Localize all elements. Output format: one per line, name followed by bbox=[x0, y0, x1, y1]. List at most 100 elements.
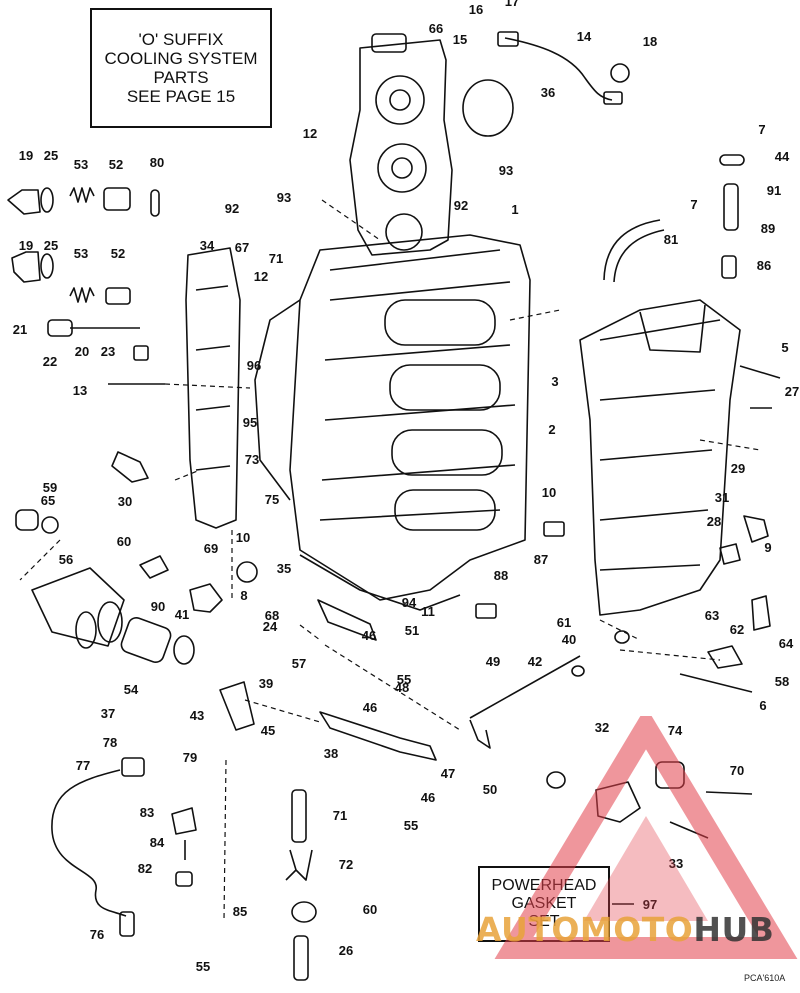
starter-solenoid-56 bbox=[31, 567, 125, 647]
bracket-62 bbox=[751, 595, 771, 631]
gasket-25b bbox=[40, 253, 54, 279]
callout-24: 24 bbox=[263, 619, 278, 634]
lever-45 bbox=[219, 681, 255, 731]
callout-34: 34 bbox=[200, 238, 215, 253]
callout-42: 42 bbox=[528, 654, 542, 669]
callout-40: 40 bbox=[562, 632, 576, 647]
bolt-33 bbox=[669, 821, 709, 839]
callout-53: 53 bbox=[74, 246, 88, 261]
callout-36: 36 bbox=[541, 85, 555, 100]
callout-72: 72 bbox=[339, 857, 353, 872]
sensor-28 bbox=[719, 543, 741, 565]
gasket-25a bbox=[40, 187, 54, 213]
cooling-system-note-box: 'O' SUFFIX COOLING SYSTEM PARTS SEE PAGE… bbox=[90, 8, 272, 128]
harness-76 bbox=[51, 769, 127, 917]
cover-port-2 bbox=[377, 143, 427, 193]
sensor-wire bbox=[504, 37, 613, 101]
callout-75: 75 bbox=[265, 492, 279, 507]
link-38 bbox=[319, 711, 437, 761]
callout-91: 91 bbox=[767, 183, 781, 198]
link-51 bbox=[317, 599, 377, 641]
callout-68: 68 bbox=[265, 608, 279, 623]
callout-7: 7 bbox=[690, 197, 697, 212]
callout-3: 3 bbox=[551, 374, 558, 389]
callout-13: 13 bbox=[73, 383, 87, 398]
watermark-part-b: HUB bbox=[693, 910, 775, 949]
sensor-tip bbox=[603, 91, 623, 105]
callout-55: 55 bbox=[397, 672, 411, 687]
cover-top-boss bbox=[371, 33, 407, 53]
callout-50: 50 bbox=[483, 782, 497, 797]
callout-30: 30 bbox=[118, 494, 132, 509]
callout-28: 28 bbox=[707, 514, 721, 529]
sensor-30 bbox=[111, 451, 149, 483]
callout-31: 31 bbox=[715, 490, 729, 505]
callout-35: 35 bbox=[277, 561, 291, 576]
callout-84: 84 bbox=[150, 835, 165, 850]
rod-arm-50 bbox=[469, 719, 491, 749]
callout-76: 76 bbox=[90, 927, 104, 942]
callout-5: 5 bbox=[781, 340, 788, 355]
callout-12: 12 bbox=[303, 126, 317, 141]
callout-32: 32 bbox=[595, 720, 609, 735]
spring-53b bbox=[69, 287, 95, 303]
tee-72 bbox=[285, 849, 313, 881]
callout-80: 80 bbox=[150, 155, 164, 170]
callout-48: 48 bbox=[395, 680, 409, 695]
callout-60: 60 bbox=[363, 902, 377, 917]
fitting-86 bbox=[721, 255, 737, 279]
clamp-41 bbox=[173, 635, 195, 665]
bolt-6 bbox=[679, 673, 753, 693]
clamp-43 bbox=[719, 154, 745, 166]
callout-49: 49 bbox=[486, 654, 500, 669]
valve-52b bbox=[105, 287, 131, 305]
callout-8: 8 bbox=[240, 588, 247, 603]
callout-46: 46 bbox=[363, 700, 377, 715]
thermostat-housing-a bbox=[7, 189, 41, 215]
note-line: SEE PAGE 15 bbox=[126, 87, 236, 107]
callout-43: 43 bbox=[190, 708, 204, 723]
callout-45: 45 bbox=[261, 723, 275, 738]
callout-86: 86 bbox=[757, 258, 771, 273]
plug-68 bbox=[189, 583, 223, 613]
watermark-part-a: AUTOMOTO bbox=[476, 910, 694, 949]
callout-55: 55 bbox=[404, 818, 418, 833]
sleeve-90 bbox=[120, 617, 172, 663]
exhaust-cover-plate bbox=[349, 39, 453, 256]
callout-70: 70 bbox=[730, 763, 744, 778]
callout-11: 11 bbox=[421, 604, 435, 619]
plug-23 bbox=[133, 345, 149, 361]
callout-71: 71 bbox=[269, 251, 283, 266]
callout-41: 41 bbox=[175, 607, 189, 622]
callout-46: 46 bbox=[421, 790, 435, 805]
cap-74 bbox=[655, 761, 685, 789]
callout-71: 71 bbox=[333, 808, 347, 823]
callout-85: 85 bbox=[233, 904, 247, 919]
callout-74: 74 bbox=[668, 723, 683, 738]
callout-44: 44 bbox=[775, 149, 790, 164]
switch-76 bbox=[119, 911, 135, 937]
callout-64: 64 bbox=[779, 636, 794, 651]
callout-58: 58 bbox=[775, 674, 789, 689]
reference-code: PCA'610A bbox=[744, 973, 786, 983]
grommet-18 bbox=[610, 63, 630, 83]
sensor-78 bbox=[121, 757, 145, 777]
clip-82 bbox=[175, 871, 193, 887]
callout-10: 10 bbox=[542, 485, 556, 500]
washer-61 bbox=[614, 630, 630, 644]
clamp-60b bbox=[291, 901, 317, 923]
callout-17: 17 bbox=[505, 0, 519, 9]
callout-25: 25 bbox=[44, 148, 58, 163]
bolt-5 bbox=[739, 365, 781, 379]
callout-66: 66 bbox=[429, 21, 443, 36]
callout-82: 82 bbox=[138, 861, 152, 876]
callout-22: 22 bbox=[43, 354, 57, 369]
callout-19: 19 bbox=[19, 238, 33, 253]
callout-52: 52 bbox=[111, 246, 125, 261]
callout-26: 26 bbox=[339, 943, 353, 958]
block-87 bbox=[543, 521, 565, 537]
side-cover bbox=[185, 247, 241, 529]
bracket-31 bbox=[743, 515, 769, 543]
callout-12: 12 bbox=[254, 269, 268, 284]
